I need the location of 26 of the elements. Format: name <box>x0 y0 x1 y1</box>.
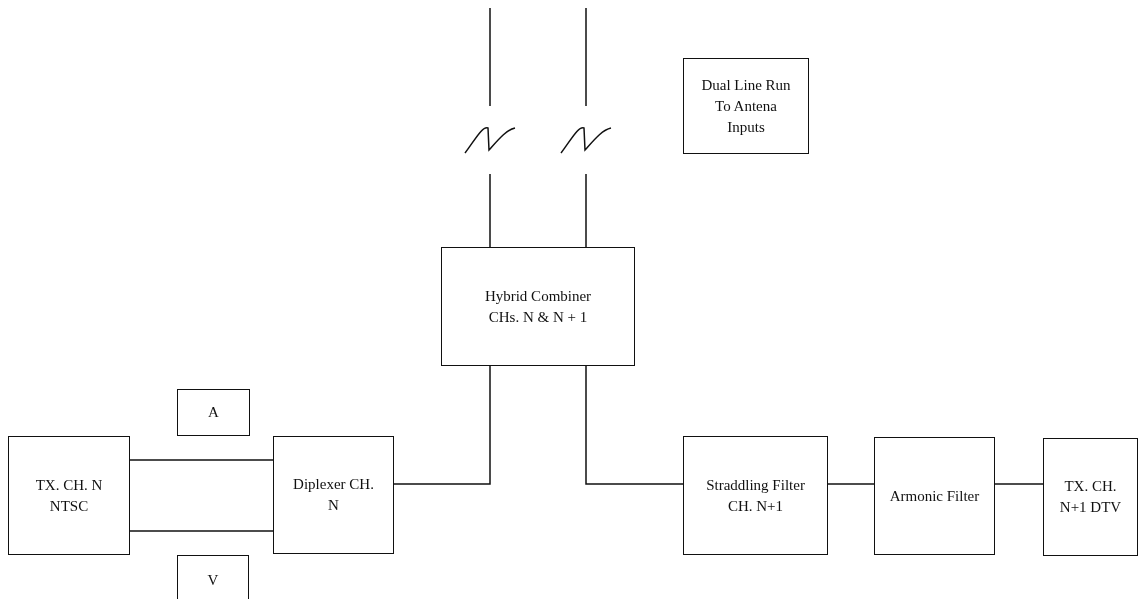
block-label: TX. CH. N NTSC <box>34 475 104 516</box>
connection-line <box>827 483 875 485</box>
block-label: Armonic Filter <box>889 486 980 506</box>
connection-line <box>560 7 612 248</box>
block-box <box>683 58 809 154</box>
connection-line <box>129 530 274 532</box>
block-box <box>1043 438 1138 556</box>
block-box <box>683 436 828 555</box>
connection-line <box>129 459 274 461</box>
block-box <box>177 389 250 436</box>
connection-line <box>393 365 491 485</box>
block-label: Hybrid Combiner CHs. N & N + 1 <box>483 286 593 327</box>
block-box <box>441 247 635 366</box>
block-label: TX. CH. N+1 DTV <box>1058 477 1123 517</box>
block-label: Straddling Filter CH. N+1 <box>705 475 806 516</box>
connection-line <box>585 365 684 485</box>
block-box <box>177 555 249 599</box>
connection-line <box>464 7 516 248</box>
block-box <box>874 437 995 555</box>
block-box <box>273 436 394 554</box>
block-label: V <box>206 570 220 590</box>
connection-line <box>994 483 1044 485</box>
block-label: A <box>207 403 220 422</box>
block-label: Diplexer CH. N <box>292 475 375 515</box>
block-box <box>8 436 130 555</box>
block-label: Dual Line Run To Antena Inputs <box>701 75 791 137</box>
